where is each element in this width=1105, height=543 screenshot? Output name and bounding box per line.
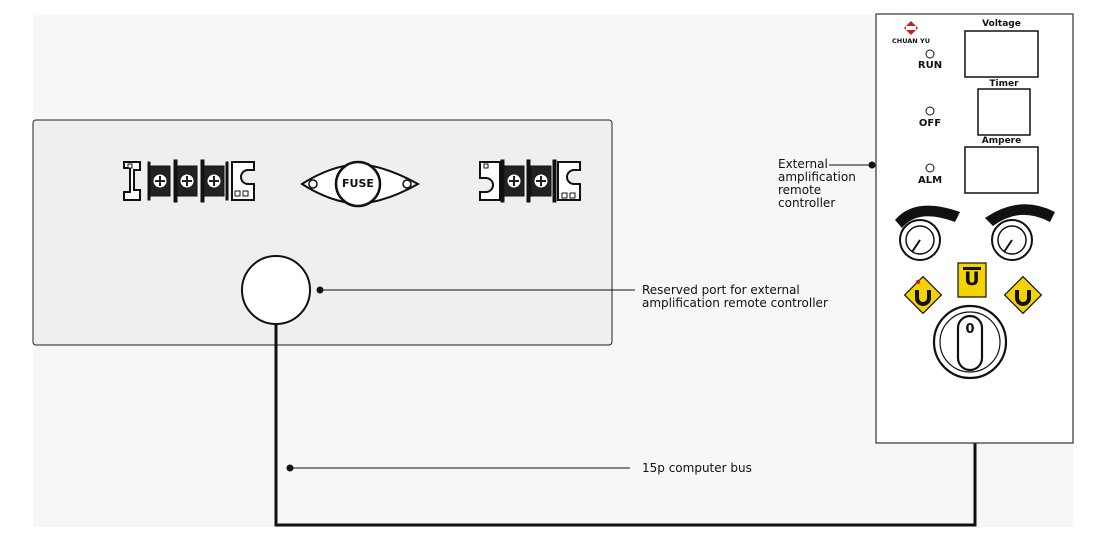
- timer-label: Timer: [989, 79, 1019, 89]
- remote-controller-label-line: amplification: [778, 170, 856, 184]
- bus-label: 15p computer bus: [642, 461, 752, 475]
- voltage-display: [964, 30, 1039, 78]
- left-terminal-block: [123, 159, 255, 203]
- remote-controller-label: External amplification remote controller: [778, 158, 856, 210]
- alm-lamp: [925, 163, 935, 173]
- remote-controller-label-line: remote: [778, 183, 822, 197]
- fuse-holder: [300, 160, 421, 208]
- fuse-label: FUSE: [342, 177, 374, 190]
- brand-logo: [904, 21, 918, 35]
- switch-position-label: 0: [965, 322, 975, 337]
- timer-display: [977, 88, 1031, 136]
- magnet-icon-left: [903, 275, 943, 315]
- terminal-panel: [32, 119, 613, 346]
- reserved-port: [241, 255, 311, 325]
- run-lamp: [925, 49, 935, 59]
- reserved-port-label: Reserved port for external amplification…: [642, 284, 828, 310]
- magnet-icon-right: [1003, 275, 1043, 315]
- brand-name: CHUAN YU: [891, 37, 930, 45]
- remote-controller-label-line: controller: [778, 196, 836, 210]
- leader-lines: [286, 161, 876, 472]
- magnet-center-label: U: [964, 268, 980, 290]
- voltage-label: Voltage: [982, 19, 1021, 29]
- off-label: OFF: [918, 118, 942, 129]
- left-knob: [895, 205, 960, 261]
- magnet-icon-center: [957, 262, 987, 298]
- reserved-port-label-line: amplification remote controller: [642, 296, 828, 310]
- reserved-port-label-line: Reserved port for external: [642, 283, 800, 297]
- run-label: RUN: [917, 60, 943, 71]
- right-knob: [985, 204, 1055, 261]
- off-lamp: [925, 106, 935, 116]
- right-terminal-block: [479, 159, 581, 203]
- bus-cable: [274, 324, 977, 527]
- rotary-switch: [932, 304, 1008, 380]
- ampere-display: [964, 146, 1039, 194]
- ampere-label: Ampere: [981, 136, 1022, 146]
- remote-controller-label-line: External: [778, 157, 828, 171]
- alm-label: ALM: [917, 175, 943, 186]
